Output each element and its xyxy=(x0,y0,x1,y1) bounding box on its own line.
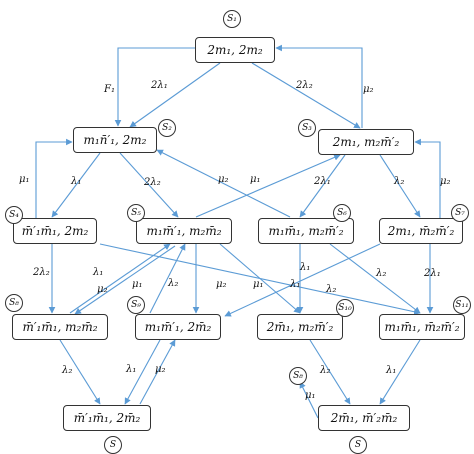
rate-label: μ₂ xyxy=(218,174,229,185)
tag-s9: S₉ xyxy=(127,296,145,314)
rate-label: μ₂ xyxy=(363,84,374,95)
transition-arrow xyxy=(251,62,361,129)
rate-label: λ₁ xyxy=(290,279,301,290)
tag-s5: S₅ xyxy=(127,204,145,222)
transition-arrow xyxy=(114,47,195,127)
tag-s7: S₇ xyxy=(451,204,469,222)
rate-label: λ₂ xyxy=(376,268,387,279)
state-s4: m̄′₁m̄₁, 2m₂ xyxy=(13,218,97,244)
tag-s1: S₁ xyxy=(223,10,241,28)
rate-label: λ₁ xyxy=(126,364,137,375)
transition-arrow xyxy=(35,138,73,218)
transition-arrow xyxy=(51,152,101,218)
rate-label: μ₂ xyxy=(155,364,166,375)
rate-label: μ₁ xyxy=(253,279,264,290)
transition-arrow xyxy=(275,44,363,128)
rate-label: F₁ xyxy=(104,84,115,95)
tag-s11: S₁₁ xyxy=(453,296,471,314)
rate-label: λ₂ xyxy=(320,365,331,376)
tag-s13: S xyxy=(349,436,367,454)
transition-arrow xyxy=(156,149,291,218)
tag-s12: S xyxy=(104,436,122,454)
transition-arrow xyxy=(119,152,179,218)
tag-s2: S₂ xyxy=(158,119,176,137)
rate-label: λ₁ xyxy=(93,267,104,278)
rate-label: 2λ₂ xyxy=(296,80,313,91)
transition-arrow xyxy=(299,381,319,419)
rate-label: 2λ₁ xyxy=(424,268,441,279)
rate-label: μ₂ xyxy=(216,279,227,290)
rate-label: λ₂ xyxy=(326,284,337,295)
rate-label: μ₁ xyxy=(19,174,30,185)
state-s3: 2m₁, m₂m̄′₂ xyxy=(318,129,414,155)
transition-arrow xyxy=(379,154,421,218)
rate-label: λ₂ xyxy=(168,278,179,289)
rate-label: λ₁ xyxy=(300,262,311,273)
transition-arrow xyxy=(149,243,186,314)
state-s12: m̄′₁m̄₁, 2m̄₂ xyxy=(63,405,151,431)
transition-arrow xyxy=(59,339,101,405)
rate-label: λ₂ xyxy=(62,365,73,376)
transition-arrow xyxy=(74,245,176,315)
state-s7: 2m₁, m̄₂m̄′₂ xyxy=(379,218,463,244)
rate-label: λ₁ xyxy=(386,365,397,376)
state-s13: 2m̄₁, m̄′₂m̄₂ xyxy=(318,405,410,431)
rate-label: μ₂ xyxy=(97,284,108,295)
rate-label: μ₁ xyxy=(250,174,261,185)
transition-arrow xyxy=(219,243,301,314)
transition-arrow xyxy=(379,339,421,405)
transition-arrow xyxy=(224,243,381,317)
tag-s4: S₄ xyxy=(5,206,23,224)
tag-s6: S₆ xyxy=(333,204,351,222)
transition-arrow xyxy=(139,339,176,405)
rate-label: λ₁ xyxy=(71,176,82,187)
rate-label: 2λ₂ xyxy=(33,267,50,278)
state-s10: 2m̄₁, m₂m̄′₂ xyxy=(257,314,343,340)
state-s11: m₁m̄₁, m̄₂m̄′₂ xyxy=(379,314,465,340)
state-s6: m₁m̄₁, m₂m̄′₂ xyxy=(258,218,354,244)
transition-arrow xyxy=(309,339,351,405)
rate-label: 2λ₁ xyxy=(151,80,168,91)
transition-arrow xyxy=(129,62,221,128)
rate-label: μ₁ xyxy=(132,279,143,290)
state-s9: m₁m̄′₁, 2m̄₂ xyxy=(135,314,221,340)
rate-label: λ₂ xyxy=(394,176,405,187)
rate-label: 2λ₁ xyxy=(314,176,331,187)
tag-s3: S₃ xyxy=(298,119,316,137)
state-s1: 2m₁, 2m₂ xyxy=(195,37,275,63)
transition-arrow xyxy=(195,154,341,218)
tag-s8: S₈ xyxy=(5,294,23,312)
tag-s8-dup: S₈ xyxy=(289,367,307,385)
rate-label: 2λ₂ xyxy=(144,177,161,188)
state-s5: m₁m̄′₁, m₂m̄₂ xyxy=(136,218,232,244)
rate-label: μ₂ xyxy=(440,176,451,187)
tag-s10: S₁₀ xyxy=(336,299,354,317)
transition-arrow xyxy=(329,243,421,314)
state-s8: m̄′₁m̄₁, m₂m̄₂ xyxy=(12,314,108,340)
transition-arrow xyxy=(124,339,161,405)
transition-arrow xyxy=(414,138,441,218)
state-s2: m₁n̄′₁, 2m₂ xyxy=(73,127,157,153)
transition-arrow xyxy=(299,154,346,218)
rate-label: μ₁ xyxy=(305,390,316,401)
